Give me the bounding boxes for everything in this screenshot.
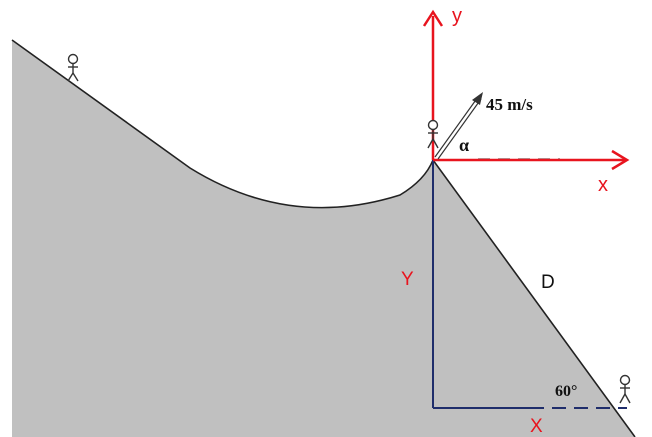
stick-figure-skier-icon xyxy=(427,119,439,149)
terrain-slope xyxy=(12,40,635,437)
stick-figure-skier-icon xyxy=(619,374,631,404)
x-axis-label: x xyxy=(598,174,608,196)
terrain-outline xyxy=(11,39,636,437)
velocity-arrowhead xyxy=(472,92,483,105)
horizontal-distance-label: X xyxy=(530,416,543,437)
x-axis-arrowhead xyxy=(611,149,630,171)
velocity-arrow-line-1 xyxy=(434,96,479,158)
slope-distance-label: D xyxy=(541,272,555,293)
alpha-angle-label: α xyxy=(459,135,469,155)
stick-figure-skier-icon xyxy=(67,53,79,82)
vertical-drop-label: Y xyxy=(401,269,414,290)
velocity-arrow-line-2 xyxy=(437,98,482,160)
y-axis-label: y xyxy=(452,5,462,27)
y-axis-arrowhead xyxy=(422,9,444,27)
slope-angle-label: 60° xyxy=(555,383,577,400)
velocity-label: 45 m/s xyxy=(486,95,533,114)
